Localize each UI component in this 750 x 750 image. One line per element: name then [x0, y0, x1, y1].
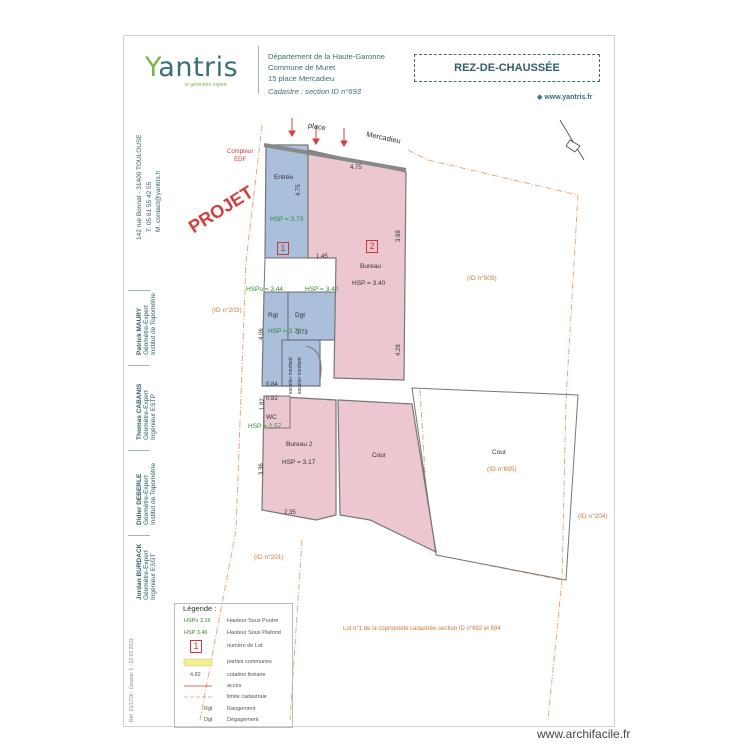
- legend-sym-hspo: HSPo 3.16: [184, 618, 211, 624]
- lot-note: Lot n°1 de la copropriété cadastrée sect…: [343, 626, 501, 632]
- legend-common-swatch: [183, 658, 213, 667]
- hsp-rgt: HSP = 3.73: [268, 328, 302, 335]
- brand-logo: Yantris: [145, 52, 239, 83]
- room-label-cour: Cour: [372, 452, 387, 459]
- room-wc: [263, 395, 291, 429]
- legend-text-common: parties communes: [227, 659, 272, 665]
- legend-text-dgt: Dégagement: [227, 717, 259, 723]
- website-text: www.yantris.fr: [544, 94, 593, 101]
- room-label-cour-east: Cour: [492, 449, 507, 456]
- legend-text-hsp: Hauteur Sous Plafond: [227, 630, 281, 636]
- world-icon: ◈: [537, 94, 545, 101]
- sidebar-divider: [128, 535, 150, 536]
- header-address: 15 place Mercadieu: [268, 74, 335, 83]
- header-cadastre: Cadastre : section ID n°693: [268, 87, 361, 96]
- dim-label: 4.75: [296, 184, 302, 196]
- room-label-bureau-2: Bureau 2: [286, 441, 313, 448]
- watermark: www.archifacile.fr: [537, 727, 631, 741]
- dim-label: 3.98: [396, 230, 402, 242]
- north-arrow-icon: [559, 119, 585, 161]
- room-label-wc: WC: [266, 414, 277, 421]
- room-cour-east: [411, 387, 579, 581]
- legend-sym-rgt: Rgt: [204, 706, 213, 712]
- room-cour: [337, 399, 437, 554]
- stair-label-2: escalier montant: [297, 357, 303, 394]
- compteur-type: EDF: [234, 157, 247, 163]
- legend-sym-dgt: Dgt: [204, 717, 213, 723]
- legend-text-dim: cotation linéaire: [227, 672, 266, 678]
- arrowhead-icon: [288, 130, 296, 137]
- hsp-bureau-2: HSP = 3.17: [282, 459, 316, 466]
- room-bureau: [307, 149, 407, 381]
- parcel-line-south: [435, 554, 563, 581]
- dim-label: 4.75: [350, 165, 362, 171]
- sidebar-divider: [128, 290, 150, 291]
- room-label-dgt: Dgt: [295, 312, 306, 319]
- legend-text-lot: numéro de Lot: [227, 643, 263, 649]
- room-label-bureau: Bureau: [360, 263, 381, 270]
- hsp-wc: HSP = 2.57: [248, 423, 282, 430]
- room-label-rgt: Rgt: [268, 312, 279, 319]
- hsp-passage: HSP = 3.40: [305, 286, 339, 293]
- access-arrows: [288, 118, 348, 147]
- compteur-label: Compteur: [227, 149, 254, 155]
- dim-label: 1.82: [260, 398, 266, 410]
- street-facade-wall: [263, 143, 407, 172]
- legend-box: [174, 603, 293, 728]
- dim-label: 0.84: [266, 382, 278, 388]
- header-website: ◈ www.yantris.fr: [537, 93, 592, 101]
- hspo-passage: HSPo = 3.44: [246, 286, 284, 293]
- legend-text-limit: limite cadastrale: [227, 694, 267, 700]
- sidebar-divider: [128, 365, 150, 366]
- plan-title: REZ-DE-CHAUSSÉE: [414, 54, 600, 82]
- arrowhead-icon: [312, 138, 320, 145]
- legend-title: Légende :: [183, 604, 217, 613]
- stair-arc: [305, 345, 322, 381]
- legend-text-rgt: Rangement: [227, 706, 256, 712]
- parcel-id-west: (ID n°203): [212, 307, 242, 314]
- dim-label: 4.28: [396, 344, 402, 356]
- header-commune: Commune de Muret: [268, 63, 336, 72]
- parcel-line-west: [199, 124, 263, 721]
- lot-number-1: 1: [277, 242, 289, 255]
- dim-label: 2.35: [284, 510, 296, 516]
- hsp-entree: HSP = 3.73: [270, 216, 304, 223]
- legend-sym-dim: 4.82: [190, 672, 201, 678]
- sidebar-divider: [128, 450, 150, 451]
- plan-sheet: [123, 35, 615, 727]
- header-address-box: [258, 46, 401, 94]
- brand-name-rest: antris: [158, 52, 239, 83]
- parcel-cour-id: (ID n°695): [487, 466, 517, 473]
- dim-label: 1.45: [316, 254, 328, 260]
- lot-number-2: 2: [366, 240, 378, 253]
- legend-sym-hsp: HSP 3.46: [184, 630, 208, 636]
- arrowhead-icon: [340, 140, 348, 147]
- header-department: Département de la Haute-Garonne: [268, 52, 385, 61]
- dim-label: 3.73: [296, 330, 308, 336]
- brand-subtitle: le géomètre expert: [185, 82, 227, 88]
- parcel-line-east: [407, 149, 579, 721]
- legend-text-hspo: Hauteur Sous Poutre: [227, 618, 279, 624]
- legend-text-access: accès: [227, 683, 242, 689]
- parcel-id-east: (ID n°505): [467, 275, 497, 282]
- room-stairs: [281, 339, 321, 387]
- parcel-line-sw: [289, 539, 303, 721]
- hsp-bureau: HSP = 3.40: [352, 280, 386, 287]
- parcel-id-south: (ID n°201): [254, 554, 284, 561]
- legend-sym-lot: 1: [190, 640, 202, 653]
- dim-label: 0.82: [266, 396, 278, 402]
- dim-label: 4.06: [259, 328, 265, 340]
- room-label-entree: Entrée: [274, 174, 294, 181]
- parcel-id-far-east: (ID n°204): [578, 513, 608, 520]
- stair-label-1: escalier montant: [288, 357, 294, 394]
- dim-label: 3.36: [259, 463, 265, 475]
